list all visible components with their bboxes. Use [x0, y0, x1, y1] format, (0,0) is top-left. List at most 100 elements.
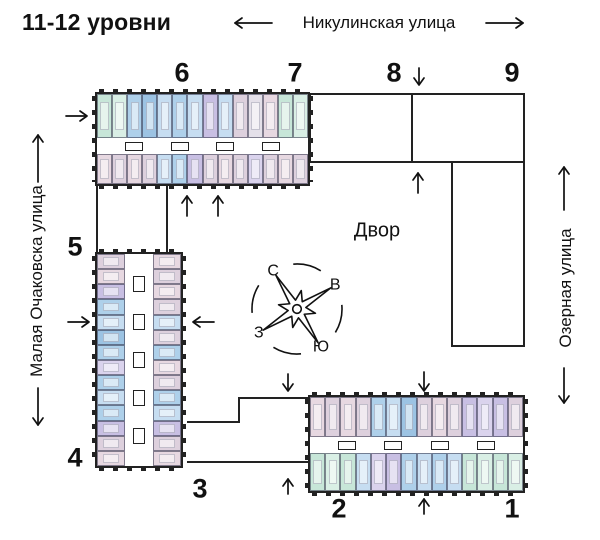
balcony-ticks	[523, 399, 528, 489]
section-3-down-arrow-icon	[282, 373, 294, 392]
room-cell	[293, 154, 308, 184]
room-cell	[153, 314, 181, 330]
room-cell	[97, 405, 125, 421]
room-cell	[293, 94, 308, 138]
room-cell	[153, 344, 181, 360]
room-cell	[112, 154, 128, 184]
compass-east-label: В	[330, 277, 341, 294]
section-8-9-divider	[411, 93, 413, 163]
balcony-ticks	[99, 249, 179, 254]
room-strip	[310, 453, 523, 491]
entry-arrow-left-building-east-icon	[192, 316, 215, 328]
core-box	[133, 352, 145, 368]
section-3-line-a	[187, 421, 240, 423]
section-label-4: 4	[67, 442, 83, 473]
malaya-ochakovska-down-arrow-icon	[32, 387, 44, 426]
entry-arrow-top-building-icon	[65, 110, 88, 122]
room-cell	[142, 94, 158, 138]
room-cell	[370, 397, 387, 437]
room-cell	[97, 314, 125, 330]
core-box	[216, 141, 235, 151]
room-strip	[310, 397, 523, 437]
room-cell	[153, 420, 181, 436]
room-cell	[217, 94, 233, 138]
room-cell	[127, 154, 143, 184]
bottom-building-down-arrow-icon	[418, 371, 430, 392]
room-cell	[446, 397, 463, 437]
room-cell	[232, 154, 248, 184]
room-cell	[97, 359, 125, 376]
room-cell	[340, 453, 356, 491]
section-3-line-b	[238, 397, 240, 423]
balcony-ticks	[312, 491, 521, 496]
room-cell	[325, 397, 341, 437]
room-cell	[477, 453, 493, 491]
room-strip	[97, 254, 125, 466]
room-cell	[446, 453, 463, 491]
balcony-ticks	[92, 256, 97, 464]
corridor	[310, 437, 523, 453]
room-cell	[262, 94, 278, 138]
room-cell	[153, 435, 181, 451]
bottom-building-up-arrow-icon	[418, 498, 430, 515]
balcony-ticks	[99, 89, 306, 94]
street-nikulinskaya-label: Никулинская улица	[302, 13, 456, 32]
building-top-plan	[92, 89, 313, 189]
room-cell	[153, 375, 181, 391]
section-8-9-outline	[309, 93, 525, 163]
room-cell	[153, 405, 181, 421]
core-box	[384, 440, 403, 450]
balcony-ticks	[305, 399, 310, 489]
corridor	[125, 254, 153, 466]
room-cell	[340, 397, 356, 437]
room-cell	[492, 453, 508, 491]
compass-west-label: З	[254, 324, 264, 341]
room-cell	[153, 450, 181, 466]
courtyard-up-arrow-icon	[181, 195, 193, 217]
room-cell	[187, 154, 203, 184]
room-cell	[202, 94, 218, 138]
room-cell	[386, 453, 402, 491]
room-cell	[172, 154, 188, 184]
page-title: 11-12 уровни	[22, 9, 172, 35]
connector-right-line	[166, 186, 168, 252]
core-box	[476, 440, 495, 450]
room-cell	[355, 397, 371, 437]
room-cell	[97, 435, 125, 451]
room-cell	[247, 154, 263, 184]
balcony-ticks	[92, 96, 97, 182]
core-box	[430, 440, 449, 450]
compass-rose: С В Ю З	[251, 262, 343, 356]
section-label-1: 1	[504, 493, 520, 524]
room-cell	[157, 154, 173, 184]
malaya-ochakovska-up-arrow-icon	[32, 134, 44, 183]
section-label-7: 7	[287, 57, 303, 88]
section-3-line-c	[238, 397, 308, 399]
section-3-up-arrow-icon	[282, 478, 294, 495]
room-cell	[187, 94, 203, 138]
room-strip	[97, 94, 308, 138]
entry-arrow-left-building-west-icon	[67, 316, 90, 328]
compass-north-label: С	[267, 262, 279, 279]
nikulinskaya-street-right-arrow-icon	[485, 17, 524, 29]
building-bottom-plan	[305, 392, 528, 496]
room-cell	[416, 453, 432, 491]
room-cell	[462, 397, 478, 437]
balcony-ticks	[99, 184, 306, 189]
room-cell	[431, 453, 447, 491]
room-cell	[97, 344, 125, 360]
room-cell	[153, 269, 181, 285]
section-label-3: 3	[192, 473, 208, 504]
building-left-plan	[92, 249, 186, 471]
section-9-lower-outline	[451, 161, 525, 347]
balcony-ticks	[308, 96, 313, 182]
room-cell	[127, 94, 143, 138]
room-cell	[97, 420, 125, 436]
room-cell	[153, 284, 181, 300]
core-box	[262, 141, 281, 151]
courtyard-up-arrow-icon	[212, 195, 224, 217]
room-cell	[325, 453, 341, 491]
room-cell	[153, 359, 181, 376]
room-cell	[97, 284, 125, 300]
